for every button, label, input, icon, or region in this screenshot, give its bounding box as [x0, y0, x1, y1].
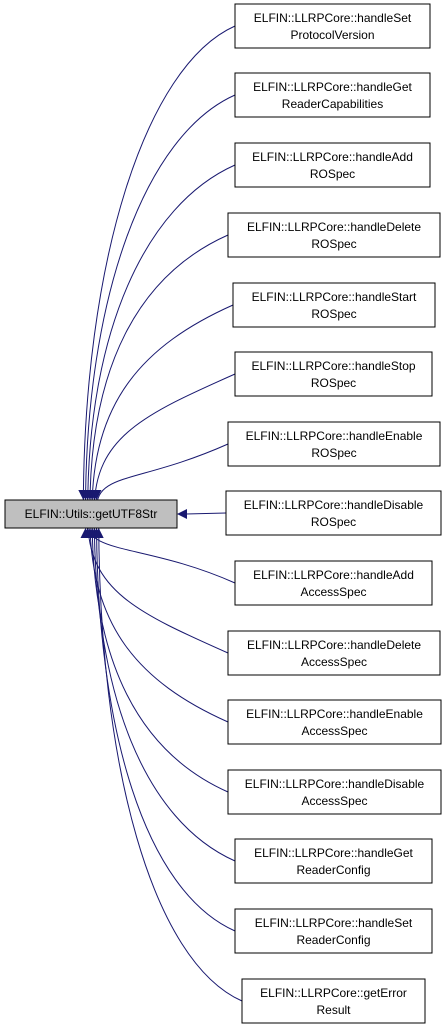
call-edge — [87, 164, 236, 510]
caller-node-label: ProtocolVersion — [290, 28, 374, 42]
caller-node-box — [232, 282, 436, 328]
caller-node-box — [225, 490, 442, 536]
arrowhead-icon — [93, 528, 104, 538]
caller-node-box — [227, 630, 441, 676]
caller-node-label: ELFIN::LLRPCore::handleDisable — [245, 777, 425, 791]
caller-node-box — [234, 142, 431, 188]
caller-node-label: ELFIN::LLRPCore::handleSet — [254, 11, 412, 25]
caller-node-label: Result — [316, 1003, 351, 1017]
caller-node-label: ReaderConfig — [296, 863, 370, 877]
caller-node-label: ELFIN::LLRPCore::handleSet — [255, 916, 413, 930]
call-edge — [89, 518, 229, 723]
caller-node-label: ELFIN::LLRPCore::handleStop — [251, 359, 415, 373]
caller-node-label: AccessSpec — [301, 794, 367, 808]
caller-node-box — [234, 3, 431, 49]
call-edge — [96, 443, 229, 510]
caller-node-label: ReaderConfig — [296, 933, 370, 947]
caller-node-label: AccessSpec — [300, 585, 366, 599]
caller-node-label: ELFIN::LLRPCore::handleEnable — [246, 429, 423, 443]
caller-node-label: AccessSpec — [301, 724, 367, 738]
root-node-box — [4, 499, 178, 529]
caller-node-label: ELFIN::LLRPCore::handleDisable — [244, 498, 424, 512]
caller-node-label: ELFIN::LLRPCore::handleDelete — [247, 220, 421, 234]
call-edges — [78, 25, 243, 1002]
caller-node-box — [227, 421, 441, 467]
call-edge — [87, 518, 229, 654]
call-edge — [98, 518, 243, 1002]
call-edge — [85, 94, 236, 510]
call-edge — [85, 518, 236, 584]
caller-node-label: ELFIN::LLRPCore::handleEnable — [246, 707, 423, 721]
caller-node-label: ROSpec — [311, 515, 356, 529]
call-edge — [96, 518, 236, 932]
call-edge — [93, 373, 236, 510]
call-edge — [91, 518, 229, 793]
caller-node-box — [234, 351, 433, 397]
caller-node-label: ELFIN::LLRPCore::handleGet — [253, 80, 412, 94]
caller-node-label: ELFIN::LLRPCore::handleDelete — [247, 638, 421, 652]
caller-node-box — [234, 72, 431, 118]
caller-node-label: ROSpec — [310, 167, 355, 181]
caller-node-box — [241, 978, 426, 1024]
call-edge — [89, 234, 229, 510]
caller-node-label: ELFIN::LLRPCore::getError — [260, 986, 407, 1000]
caller-node-label: ROSpec — [311, 237, 356, 251]
caller-node-label: ELFIN::LLRPCore::handleStart — [252, 290, 417, 304]
root-node[interactable]: ELFIN::Utils::getUTF8Str — [4, 499, 178, 529]
caller-node-box — [234, 560, 433, 606]
caller-node[interactable]: ELFIN::LLRPCore::handleSetProtocolVersio… — [234, 3, 431, 49]
caller-node-box — [227, 699, 442, 745]
caller-node-label: ROSpec — [311, 446, 356, 460]
call-edge — [93, 518, 236, 862]
caller-node-box — [234, 908, 433, 954]
caller-node-label: ROSpec — [311, 376, 356, 390]
caller-node-label: ROSpec — [311, 307, 356, 321]
graph-nodes: ELFIN::Utils::getUTF8Str ELFIN::LLRPCore… — [4, 3, 442, 1024]
call-edge — [82, 25, 236, 510]
caller-node-box — [227, 212, 441, 258]
caller-node-label: ReaderCapabilities — [282, 97, 383, 111]
root-node-label: ELFIN::Utils::getUTF8Str — [25, 507, 158, 521]
caller-node-label: ELFIN::LLRPCore::handleAdd — [252, 150, 413, 164]
caller-node-label: ELFIN::LLRPCore::handleAdd — [253, 568, 414, 582]
caller-node-label: ELFIN::LLRPCore::handleGet — [254, 846, 413, 860]
call-edge — [185, 512, 227, 515]
caller-node-box — [227, 769, 442, 815]
caller-node-label: AccessSpec — [301, 655, 367, 669]
caller-node[interactable]: ELFIN::LLRPCore::handleGetReaderCapabili… — [234, 72, 431, 118]
arrowhead-icon — [91, 490, 102, 500]
call-edge — [91, 304, 234, 510]
caller-node-box — [234, 838, 433, 884]
arrowhead-icon — [177, 509, 187, 519]
